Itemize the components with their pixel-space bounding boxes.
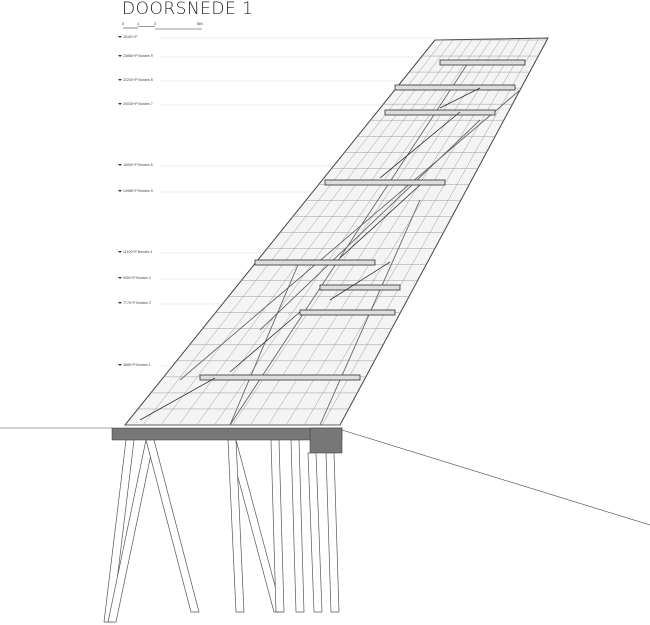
scale-tick: 1: [137, 21, 140, 26]
landing: [319, 284, 401, 291]
scale-tick: 5M: [197, 21, 203, 26]
level-marker-icon: [118, 36, 122, 38]
level-marker-icon: [118, 251, 122, 253]
lattice-member: [250, 38, 502, 426]
level-label: 9400+P Bordes 3: [123, 276, 151, 280]
level-label: 3885+P Bordes 1: [123, 363, 151, 367]
landing: [394, 84, 516, 91]
lattice-member: [160, 38, 454, 426]
pile: [307, 452, 323, 613]
landing: [299, 309, 396, 316]
level-label: 20035+P Bordes 7: [123, 102, 153, 106]
lattice-member: [178, 38, 464, 426]
level-marker-icon: [118, 302, 122, 304]
stair-flight: [329, 261, 391, 301]
foundation-slab: [111, 427, 343, 441]
level-label: 23860+P Bordes 9: [123, 54, 153, 58]
stair-flight: [139, 377, 216, 421]
lattice-member: [142, 38, 445, 426]
lattice-member: [214, 38, 483, 426]
lattice-member: [303, 38, 530, 426]
level-marker-icon: [118, 103, 122, 105]
scale-tick: 0: [122, 21, 125, 26]
level-label: 26181+P: [123, 35, 138, 39]
tower-lattice: [125, 38, 547, 426]
level-label: 14985+P Bordes 5: [123, 189, 153, 193]
piles: [103, 439, 340, 623]
level-marker-icon: [118, 79, 122, 81]
level-label: 11100+P Bordes 4: [123, 250, 152, 254]
scale-tick: 2: [154, 21, 157, 26]
pile: [325, 452, 340, 613]
level-marker-icon: [118, 164, 122, 166]
landing: [324, 179, 446, 186]
pile: [227, 439, 245, 613]
landing: [384, 109, 496, 116]
level-marker-icon: [118, 190, 122, 192]
stair-flight: [379, 111, 461, 179]
level-label: 22200+P Bordes 8: [123, 78, 153, 82]
scale-bar: [123, 26, 202, 30]
lattice-member: [268, 38, 511, 426]
pile: [290, 439, 305, 613]
structural-member: [229, 59, 471, 426]
structural-member: [259, 119, 481, 331]
stair-flight: [339, 184, 421, 259]
pile: [270, 439, 285, 613]
level-marker-icon: [118, 364, 122, 366]
landing: [199, 374, 361, 381]
stair-flight: [229, 311, 301, 373]
lattice-member: [232, 38, 492, 426]
level-label: 16000+P Bordes 6: [123, 163, 153, 167]
landing: [254, 259, 376, 266]
level-marker-icon: [118, 55, 122, 57]
ground-slope-line: [341, 429, 650, 526]
lattice-member: [321, 38, 539, 426]
drawing-title: DOORSNEDE 1: [122, 0, 254, 19]
landing: [439, 59, 526, 66]
staircase: [139, 59, 526, 421]
stair-flight: [439, 87, 481, 109]
level-marker-icon: [118, 277, 122, 279]
foundation-block: [309, 427, 343, 454]
lattice-member: [286, 38, 520, 426]
level-label: 7770+P Bordes 2: [123, 301, 151, 305]
pile: [145, 439, 200, 613]
structural-member: [179, 89, 521, 381]
